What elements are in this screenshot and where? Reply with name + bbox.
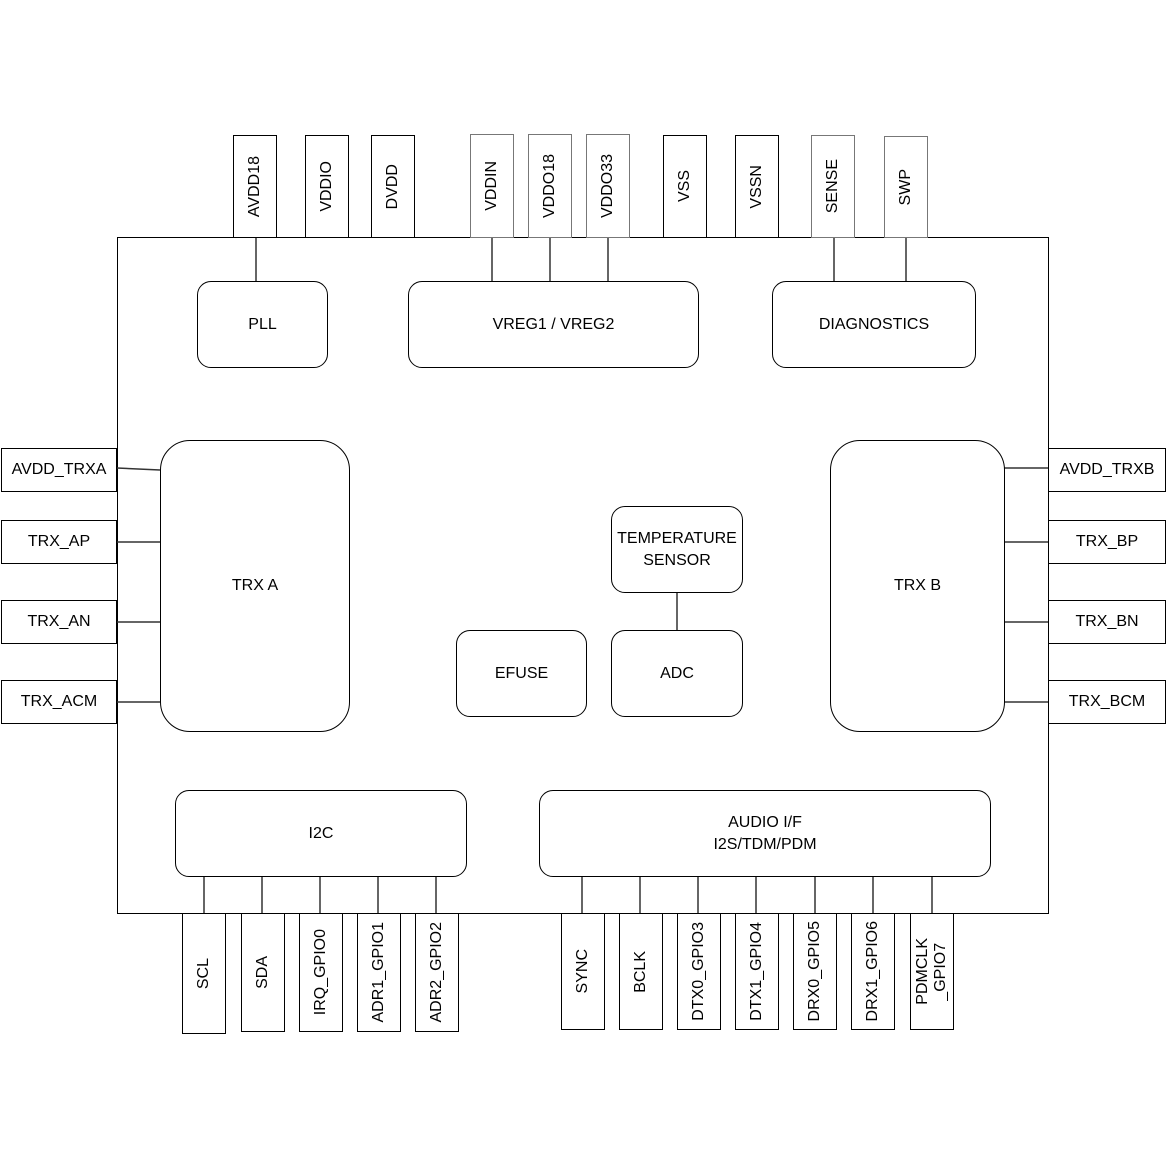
block-label: EFUSE (494, 664, 549, 682)
pin-vssn: VSSN (735, 135, 779, 238)
pin-trx-bn: TRX_BN (1048, 600, 1166, 644)
pin-label: VSSN (748, 164, 765, 209)
block-label: ADC (660, 664, 694, 682)
block-pll: PLL (197, 281, 328, 368)
pin-vddo33: VDDO33 (586, 134, 630, 238)
pin-avdd-trxb: AVDD_TRXB (1048, 448, 1166, 492)
pin-trx-an: TRX_AN (1, 600, 117, 644)
block-label: AUDIO I/F I2S/TDM/PDM (713, 813, 817, 853)
pin-label: AVDD_TRXB (1059, 461, 1155, 478)
pin-label: PDMCLK _GPIO7 (914, 938, 949, 1005)
pin-label: BCLK (632, 950, 649, 993)
pin-label: IRQ_GPIO0 (312, 929, 329, 1016)
pin-sda: SDA (241, 913, 285, 1032)
pin-label: AVDD18 (246, 155, 263, 218)
pin-label: DTX0_GPIO3 (690, 922, 707, 1021)
pin-dtx1-gpio4: DTX1_GPIO4 (735, 913, 779, 1030)
pin-label: VDDIN (483, 161, 500, 211)
pin-pdmclk-gpio7: PDMCLK _GPIO7 (910, 913, 954, 1030)
pin-label: SWP (897, 168, 914, 206)
block-label: PLL (248, 315, 277, 333)
pin-label: TRX_BN (1075, 613, 1139, 630)
pin-sense: SENSE (811, 135, 855, 238)
pin-label: VDDIO (318, 161, 335, 212)
block-diagnostics: DIAGNOSTICS (772, 281, 976, 368)
block-i2c: I2C (175, 790, 467, 877)
block-adc: ADC (611, 630, 743, 717)
pin-adr2-gpio2: ADR2_GPIO2 (415, 913, 459, 1032)
pin-trx-ap: TRX_AP (1, 520, 117, 564)
pin-label: TRX_ACM (20, 693, 98, 710)
pin-drx0-gpio5: DRX0_GPIO5 (793, 913, 837, 1030)
pin-label: VSS (676, 170, 693, 203)
pin-drx1-gpio6: DRX1_GPIO6 (851, 913, 895, 1030)
pin-label: SYNC (574, 949, 591, 994)
pin-vddio: VDDIO (305, 135, 349, 238)
pin-label: TRX_BP (1075, 533, 1139, 550)
pin-label: ADR2_GPIO2 (428, 922, 445, 1023)
pin-dtx0-gpio3: DTX0_GPIO3 (677, 913, 721, 1030)
pin-label: DVDD (384, 163, 401, 210)
block-trx-b: TRX B (830, 440, 1005, 732)
block-label: VREG1 / VREG2 (492, 315, 615, 333)
block-vreg: VREG1 / VREG2 (408, 281, 699, 368)
pin-dvdd: DVDD (371, 135, 415, 238)
pin-label: SCL (195, 957, 212, 990)
pin-avdd18: AVDD18 (233, 135, 277, 238)
block-label: TRX B (893, 577, 942, 594)
pin-label: TRX_AN (27, 613, 91, 630)
pin-adr1-gpio1: ADR1_GPIO1 (357, 913, 401, 1032)
block-label: I2C (308, 824, 334, 842)
pin-avdd-trxa: AVDD_TRXA (1, 448, 117, 492)
pin-label: AVDD_TRXA (11, 461, 107, 478)
pin-trx-bcm: TRX_BCM (1048, 680, 1166, 724)
block-audio-if: AUDIO I/F I2S/TDM/PDM (539, 790, 991, 877)
pin-label: TRX_BCM (1068, 693, 1146, 710)
pin-scl: SCL (182, 913, 226, 1034)
pin-sync: SYNC (561, 913, 605, 1030)
pin-vddo18: VDDO18 (528, 134, 572, 238)
block-label: TEMPERATURE SENSOR (617, 529, 737, 569)
pin-label: VDDO33 (599, 153, 616, 219)
block-label: TRX A (231, 577, 279, 594)
pin-label: DTX1_GPIO4 (748, 922, 765, 1021)
block-efuse: EFUSE (456, 630, 587, 717)
pin-label: TRX_AP (27, 533, 91, 550)
pin-label: VDDO18 (541, 153, 558, 219)
pin-vss: VSS (663, 135, 707, 238)
pin-swp: SWP (884, 136, 928, 238)
pin-label: DRX0_GPIO5 (806, 921, 823, 1022)
pin-trx-acm: TRX_ACM (1, 680, 117, 724)
pin-label: DRX1_GPIO6 (864, 921, 881, 1022)
block-label: DIAGNOSTICS (818, 315, 930, 333)
block-trx-a: TRX A (160, 440, 350, 732)
pin-vddin: VDDIN (470, 134, 514, 238)
pin-label: SDA (254, 956, 271, 989)
block-temperature-sensor: TEMPERATURE SENSOR (611, 506, 743, 593)
pin-label: ADR1_GPIO1 (370, 922, 387, 1023)
pin-trx-bp: TRX_BP (1048, 520, 1166, 564)
pin-irq-gpio0: IRQ_GPIO0 (299, 913, 343, 1032)
pin-bclk: BCLK (619, 913, 663, 1030)
pin-label: SENSE (824, 159, 841, 214)
